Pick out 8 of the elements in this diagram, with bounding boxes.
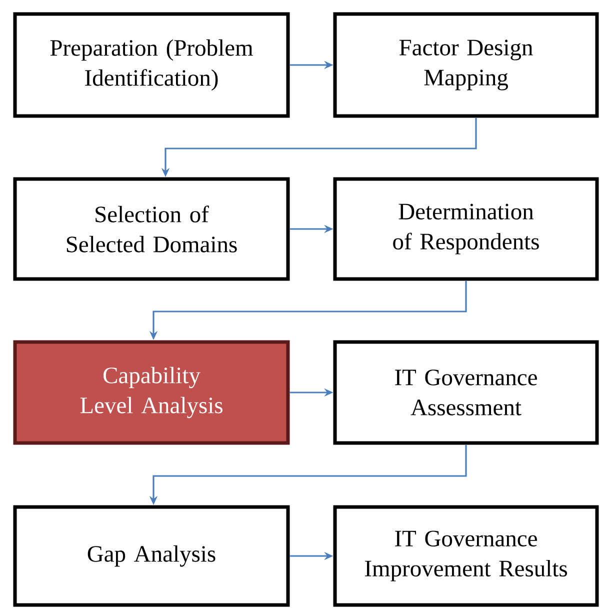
process-box: Selection of Selected Domains	[13, 177, 290, 281]
process-box: Factor Design Mapping	[333, 12, 599, 118]
process-box: Determination of Respondents	[333, 177, 599, 281]
process-box: Preparation (Problem Identification)	[13, 12, 290, 118]
process-box: Gap Analysis	[13, 505, 290, 607]
process-box: IT Governance Improvement Results	[333, 505, 599, 607]
process-box: Capability Level Analysis	[13, 340, 290, 445]
process-box: IT Governance Assessment	[333, 340, 599, 445]
